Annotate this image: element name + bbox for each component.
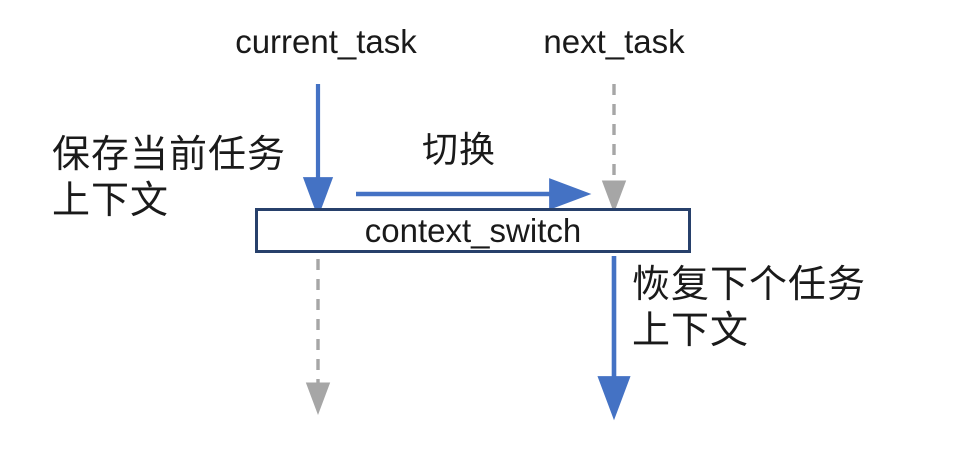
annotation-save-context-line2: 上下文 — [52, 180, 170, 222]
lifeline-label-current-task: current_task — [235, 23, 417, 60]
annotation-save-context-line1: 保存当前任务 — [52, 134, 287, 176]
annotation-restore-context-line1: 恢复下个任务 — [632, 264, 867, 306]
context-switch-box-label: context_switch — [364, 211, 582, 249]
annotation-switch: 切换 — [422, 129, 497, 170]
annotation-restore-context-line2: 上下文 — [632, 310, 750, 352]
context-switch-box[interactable]: context_switch — [255, 208, 691, 253]
lifeline-label-next-task: next_task — [543, 23, 685, 60]
